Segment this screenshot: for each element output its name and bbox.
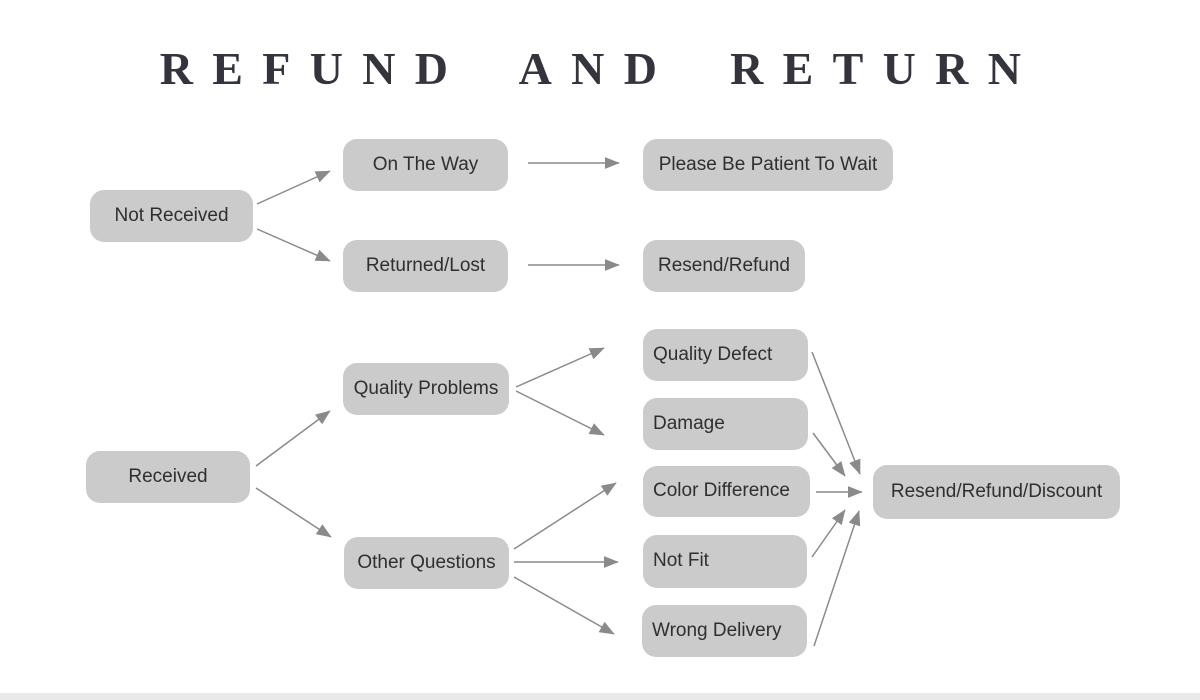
node-please-be-patient: Please Be Patient To Wait <box>643 139 893 191</box>
edge-quality-problems-to-damage <box>515 390 605 436</box>
node-returned-lost: Returned/Lost <box>343 240 508 292</box>
node-damage: Damage <box>643 398 808 450</box>
edge-received-to-other-questions <box>255 487 332 538</box>
edge-wrong-delivery-to-resend-refund-discount <box>813 510 861 647</box>
edge-not-received-to-returned-lost <box>256 228 331 262</box>
node-resend-refund: Resend/Refund <box>643 240 805 292</box>
node-received: Received <box>86 451 250 503</box>
node-other-questions: Other Questions <box>344 537 509 589</box>
edge-other-questions-to-wrong-delivery <box>513 576 615 635</box>
edge-quality-defect-to-resend-refund-discount <box>811 351 861 475</box>
edge-not-fit-to-resend-refund-discount <box>811 509 846 558</box>
node-color-difference: Color Difference <box>643 466 810 517</box>
node-quality-defect: Quality Defect <box>643 329 808 381</box>
page-title: REFUND AND RETURN <box>159 43 1041 94</box>
edge-received-to-quality-problems <box>255 410 331 467</box>
node-not-fit: Not Fit <box>643 535 807 588</box>
node-wrong-delivery: Wrong Delivery <box>642 605 807 657</box>
edge-not-received-to-on-the-way <box>256 170 331 205</box>
edge-quality-problems-to-quality-defect <box>515 347 605 388</box>
edge-other-questions-to-color-difference <box>513 482 617 550</box>
node-not-received: Not Received <box>90 190 253 242</box>
node-resend-refund-discount: Resend/Refund/Discount <box>873 465 1120 519</box>
node-on-the-way: On The Way <box>343 139 508 191</box>
node-quality-problems: Quality Problems <box>343 363 509 415</box>
edge-damage-to-resend-refund-discount <box>812 432 846 477</box>
bottom-edge-strip <box>0 693 1200 700</box>
